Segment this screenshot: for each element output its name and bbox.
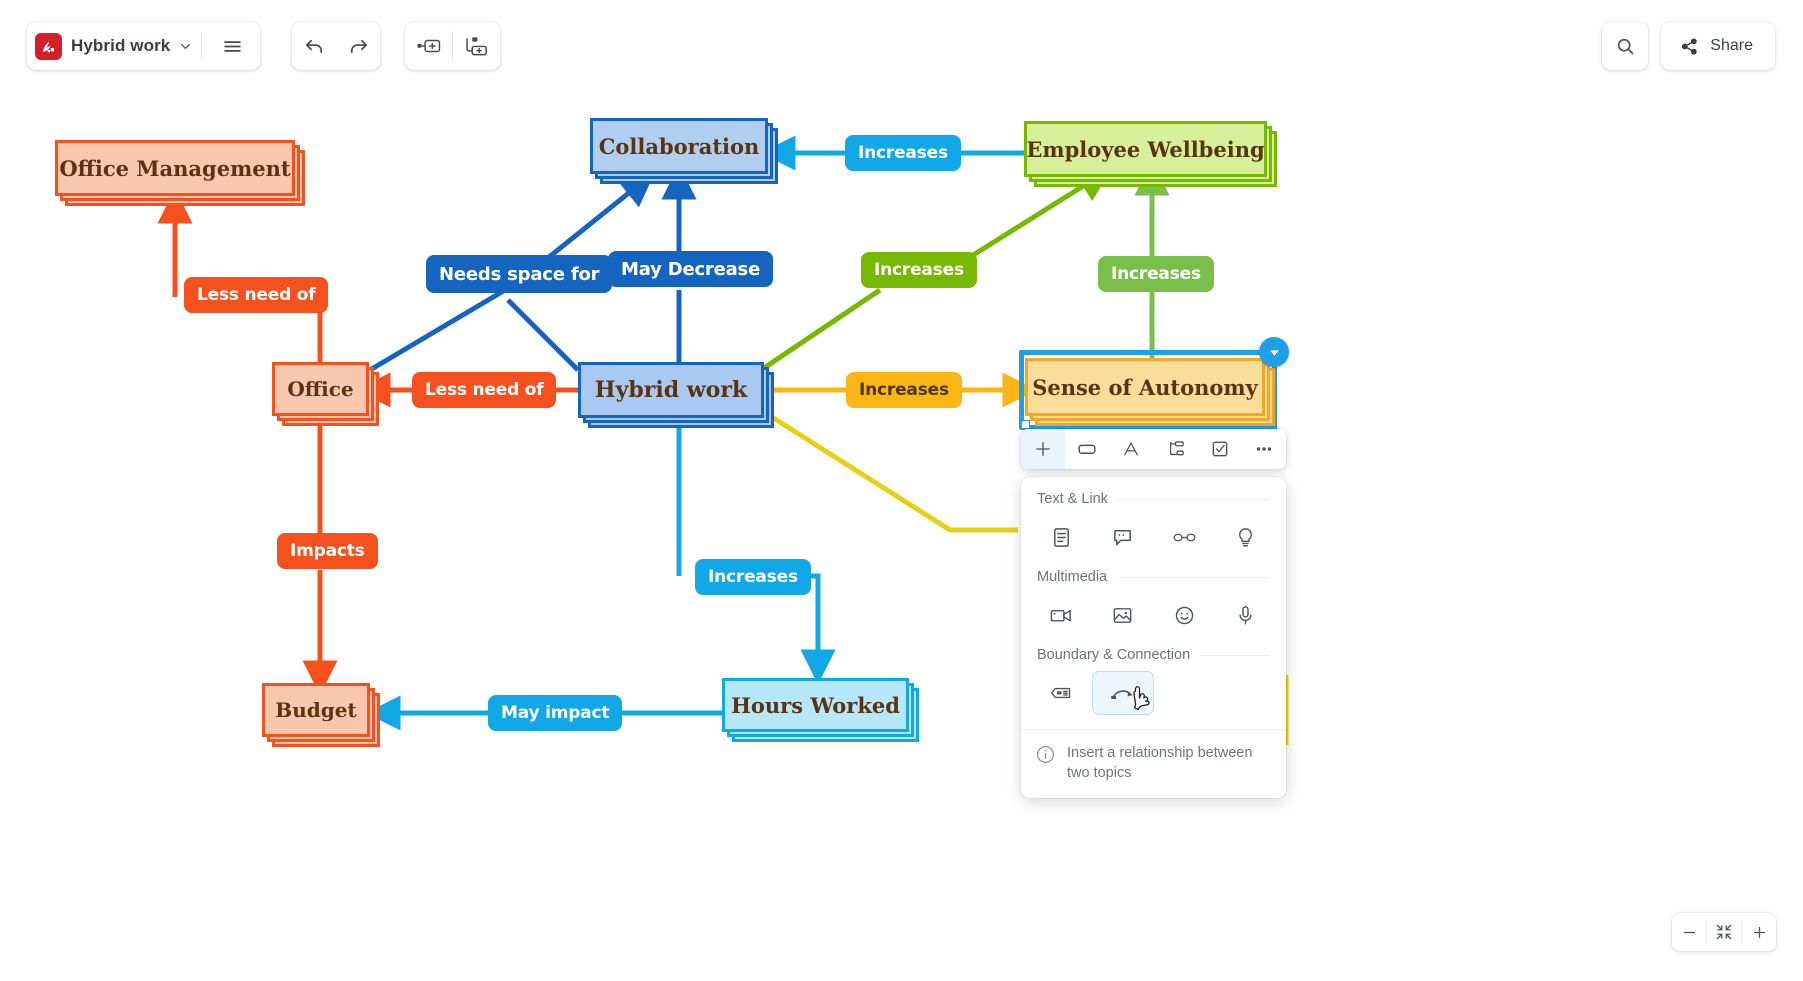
document-toolbar-group: Hybrid work [27,22,261,70]
topic-node-hybrid-work[interactable]: Hybrid work [578,362,774,428]
node-context-toolbar [1021,429,1286,469]
audio-mic-icon[interactable] [1215,593,1276,637]
relationship-label-less-need-of-office[interactable]: Less need of [412,372,557,408]
relationship-label-increases-autonomy[interactable]: Increases [846,372,962,408]
zoom-divider [1741,920,1742,944]
right-toolbar-group: Share [1602,22,1775,70]
topic-label: Budget [262,683,370,737]
relationship-label-may-impact[interactable]: May impact [488,695,623,731]
undo-arrow-icon[interactable] [292,23,336,69]
font-icon[interactable] [1109,429,1153,469]
topic-label: Office Management [55,140,295,196]
topic-label: Hours Worked [722,678,909,732]
info-circle-icon [1035,744,1056,770]
insert-subtopic-icon[interactable] [453,23,500,69]
fit-to-screen-button[interactable] [1707,913,1741,951]
share-button[interactable]: Share [1661,22,1775,70]
relationship-label-increases-hours-worked[interactable]: Increases [695,559,811,595]
mindmanager-logo-icon[interactable] [35,32,62,60]
empty-slot [1154,671,1215,715]
zoom-control [1672,913,1776,951]
relationship-label-increases-wellbeing[interactable]: Increases [861,252,977,288]
zoom-divider [1706,920,1707,944]
topic-node-sense-of-autonomy[interactable]: Sense of Autonomy [1019,350,1277,430]
toolbar-divider [452,31,453,61]
relationship-icon[interactable] [1092,671,1154,715]
notes-icon[interactable] [1031,515,1092,559]
tooltip-text: Insert a relationship between two topics [1067,745,1253,781]
redo-arrow-icon[interactable] [336,23,380,69]
relationship-label-increases-autonomy-wellbeing[interactable]: Increases [1098,256,1214,292]
zoom-in-button[interactable] [1742,913,1776,951]
topic-node-office[interactable]: Office [272,362,379,426]
selection-handle[interactable] [1021,420,1030,429]
chevron-down-icon[interactable] [178,39,193,54]
toolbar-divider [201,33,203,59]
add-icon[interactable] [1021,429,1066,469]
idea-bulb-icon[interactable] [1215,515,1276,559]
search-icon[interactable] [1602,22,1649,70]
share-label: Share [1710,37,1753,54]
relationship-label-less-need-of-office-management[interactable]: Less need of [184,277,329,313]
insert-section-header-text-link: Text & Link [1021,491,1286,507]
empty-slot [1215,671,1276,715]
section-title: Multimedia [1037,569,1108,585]
insert-section-header-multimedia: Multimedia [1021,569,1286,585]
section-title: Boundary & Connection [1037,647,1191,663]
topic-node-office-management[interactable]: Office Management [55,140,305,206]
section-rule [1117,498,1270,500]
topic-label: Office [272,362,369,416]
task-icon[interactable] [1198,429,1242,469]
topic-label: Hybrid work [578,362,764,418]
topic-node-hours-worked[interactable]: Hours Worked [722,678,919,742]
relationship-label-increases-collaboration[interactable]: Increases [845,135,961,171]
history-toolbar-group [292,22,380,70]
image-icon[interactable] [1092,593,1153,637]
boundary-icon[interactable] [1031,671,1092,715]
insert-panel: Text & Link Multimedia [1021,477,1286,798]
relationship-label-needs-space-for[interactable]: Needs space for [426,255,613,293]
insert-toolbar-group [405,22,500,70]
more-icon[interactable] [1242,429,1286,469]
insert-topic-icon[interactable] [405,23,452,69]
topic-node-collaboration[interactable]: Collaboration [590,118,778,184]
relationship-label-impacts[interactable]: Impacts [277,533,378,569]
document-title[interactable]: Hybrid work [71,36,171,55]
relationship-label-may-decrease[interactable]: May Decrease [608,251,774,287]
topic-node-employee-wellbeing[interactable]: Employee Wellbeing [1024,121,1277,187]
video-icon[interactable] [1031,593,1092,637]
topic-node-budget[interactable]: Budget [262,683,380,747]
emoji-icon[interactable] [1154,593,1215,637]
insert-panel-tooltip: Insert a relationship between two topics [1021,729,1286,798]
autonomy-collapse-badge[interactable] [1259,337,1289,367]
section-rule [1117,576,1270,578]
hyperlink-icon[interactable] [1154,515,1215,559]
insert-section-row-boundary-connection [1021,667,1286,725]
topic-label: Collaboration [590,118,768,174]
insert-section-header-boundary-connection: Boundary & Connection [1021,647,1286,663]
comment-icon[interactable] [1092,515,1153,559]
topic-label: Employee Wellbeing [1024,121,1267,177]
topic-label: Sense of Autonomy [1025,358,1265,416]
hamburger-menu-icon[interactable] [210,23,254,69]
layout-icon[interactable] [1154,429,1198,469]
shape-icon[interactable] [1065,429,1109,469]
insert-section-row-text-link [1021,511,1286,569]
top-toolbar: Hybrid work [0,0,1803,100]
zoom-out-button[interactable] [1672,913,1706,951]
section-title: Text & Link [1037,491,1108,507]
share-icon [1680,37,1699,56]
section-rule [1200,654,1270,656]
insert-section-row-multimedia [1021,589,1286,647]
